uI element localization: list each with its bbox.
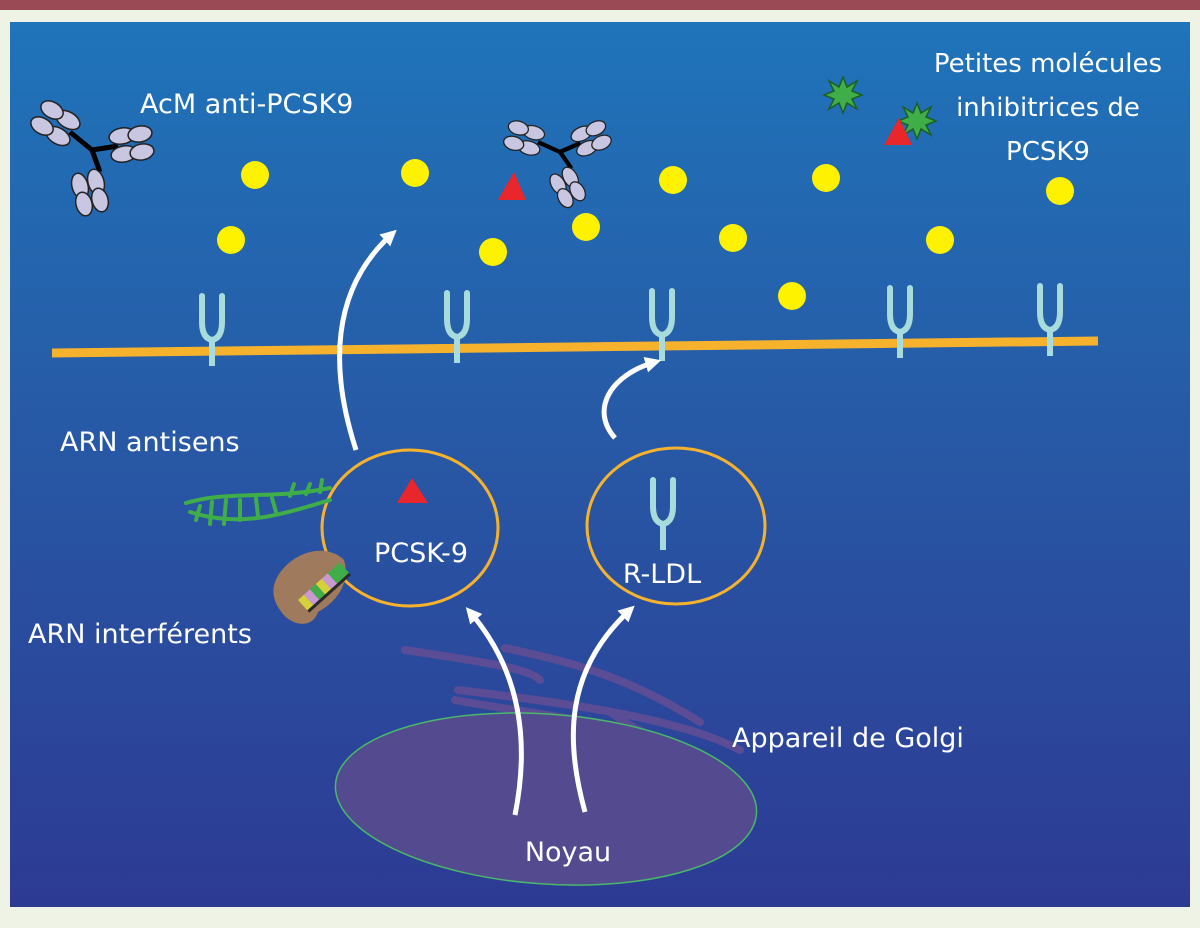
- ldl-particle: [479, 238, 507, 266]
- arrows: [337, 229, 662, 816]
- small-molecule-icon: [823, 76, 863, 114]
- pcsk9-label: PCSK-9: [374, 538, 468, 569]
- ldl-particle: [241, 161, 269, 189]
- nucleus-to-pcsk9-arrow: [465, 607, 524, 816]
- pcsk9-triangle-icon: [884, 118, 912, 145]
- ldl-particle: [926, 226, 954, 254]
- rldl-label: R-LDL: [623, 559, 701, 590]
- small-molecules-label-line3: PCSK9: [1006, 137, 1090, 167]
- pcsk9-triangle-icon: [498, 172, 526, 200]
- small-molecules-label-line2: inhibitrices de: [956, 93, 1140, 123]
- ldl-particle: [401, 159, 429, 187]
- golgi-label: Appareil de Golgi: [732, 723, 964, 754]
- antibody-label: AcM anti-PCSK9: [140, 89, 353, 120]
- nucleus: [334, 712, 758, 886]
- ldl-particle: [719, 224, 747, 252]
- interfering-rna-label: ARN interférents: [28, 619, 252, 650]
- ldl-particle: [659, 166, 687, 194]
- pcsk9-triangle-icon: [397, 478, 428, 503]
- nucleus-label: Noyau: [525, 837, 611, 868]
- top-bar: [0, 0, 1200, 10]
- ldl-particle: [812, 164, 840, 192]
- antisense-rna-icon: [184, 478, 332, 526]
- ldl-particle: [572, 213, 600, 241]
- ldl-particle: [217, 226, 245, 254]
- recycling-arrow: [601, 356, 662, 440]
- ldl-particle: [1046, 177, 1074, 205]
- sirna-complex-icon: [273, 550, 351, 624]
- ldl-particle: [778, 282, 806, 310]
- rldl-vesicle: [585, 446, 767, 606]
- antisense-label: ARN antisens: [60, 427, 240, 458]
- secretion-arrow: [337, 229, 397, 451]
- cell-membrane: [51, 336, 1099, 358]
- small-molecules-label-line1: Petites molécules: [934, 49, 1162, 79]
- ldl-particles: [217, 159, 1074, 310]
- nucleus-to-rldl-arrow: [570, 605, 635, 813]
- pcsk9-vesicle: [320, 448, 500, 608]
